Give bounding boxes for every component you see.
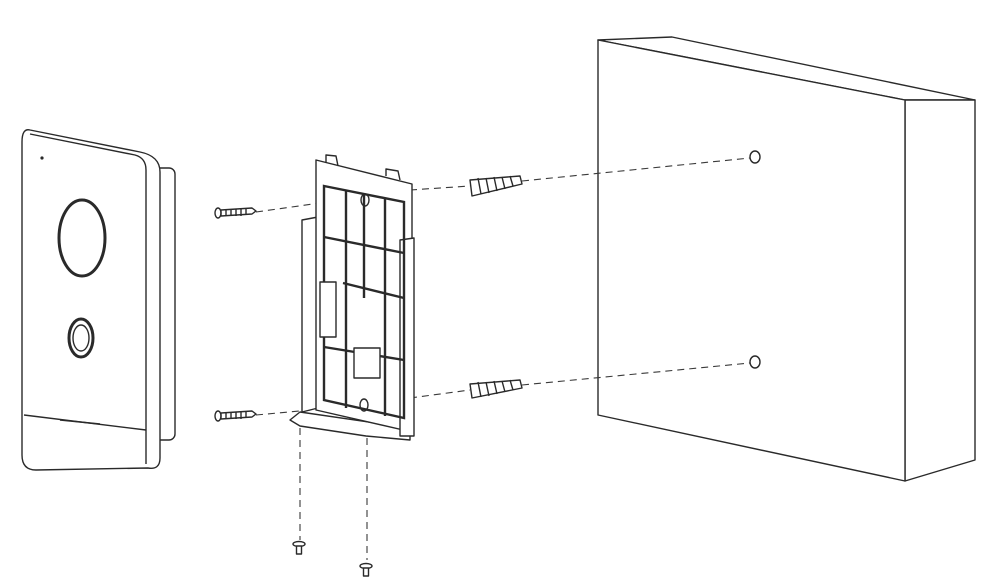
mounting-screw-bottom	[214, 410, 257, 422]
call-button	[67, 317, 95, 359]
wall-anchor-bottom	[469, 379, 523, 399]
bottom-screw-right	[359, 562, 373, 577]
wall-anchor-top	[469, 175, 523, 197]
mounting-screw-top	[214, 207, 257, 219]
wall-hole-bottom	[749, 355, 761, 369]
indicator-led	[40, 156, 44, 160]
bottom-screw-left	[292, 540, 306, 555]
camera-lens	[57, 198, 107, 278]
wall	[597, 36, 976, 482]
wall-mount-bracket	[289, 154, 415, 441]
wall-hole-top	[749, 150, 761, 164]
door-station	[21, 129, 176, 471]
